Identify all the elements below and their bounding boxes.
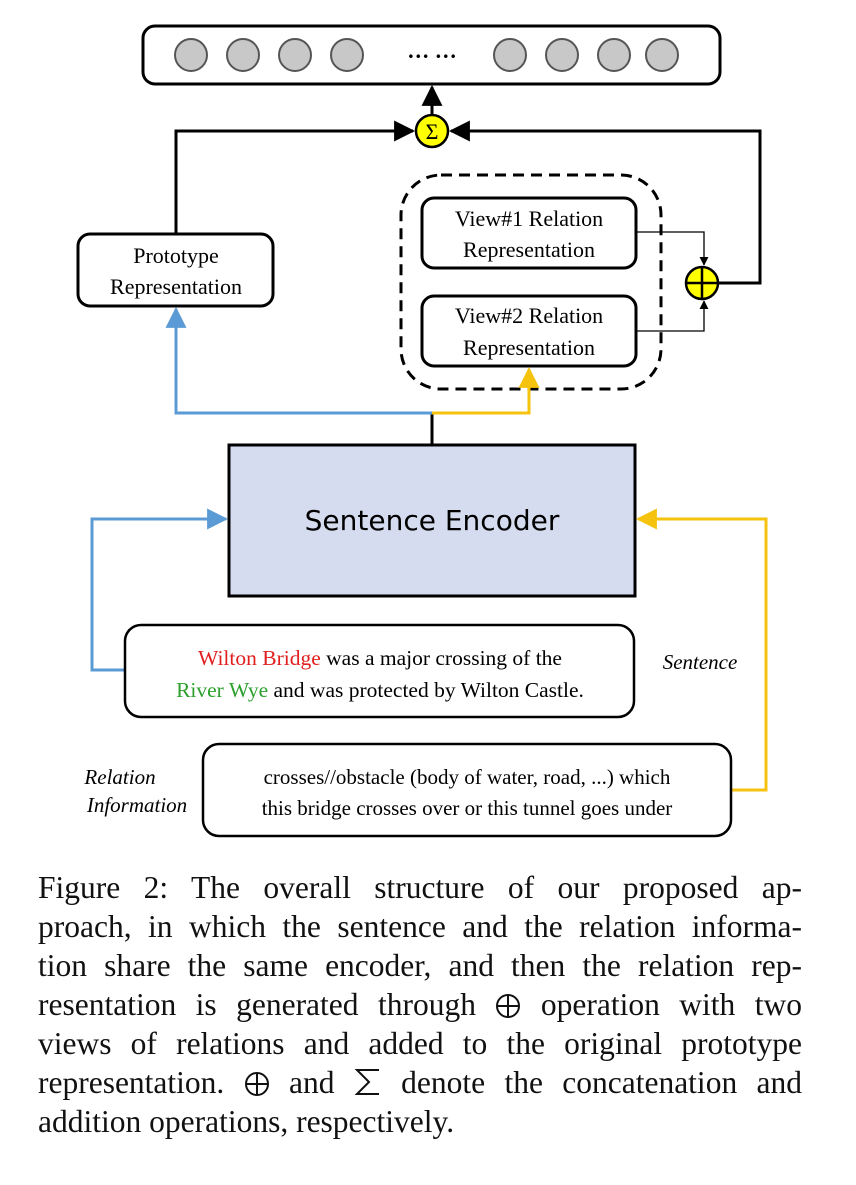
sentence-encoder-label: Sentence Encoder [305, 504, 560, 537]
sentence-to-encoder-arrow [90, 508, 229, 672]
concat-symbol-icon [496, 994, 521, 1018]
sum-operator: Σ [414, 113, 450, 149]
sentence-encoder-box: Sentence Encoder [227, 443, 637, 598]
output-node [226, 38, 260, 72]
caption-line: resentation is generated through operati… [38, 985, 802, 1024]
caption-line: tion share the same encoder, and then th… [38, 948, 802, 983]
figure-caption: Figure 2: The overall structure of our p… [38, 868, 802, 1141]
concat-symbol-icon [244, 1072, 269, 1096]
architecture-diagram: … … Σ Prototype Representation View#1 Re… [76, 24, 768, 838]
output-node [174, 38, 208, 72]
sentence-box: Wilton Bridge was a major crossing of th… [123, 623, 636, 719]
relation-views-group [399, 173, 663, 391]
view1-label-line2: Representation [463, 237, 595, 262]
concat-operator [684, 265, 720, 301]
caption-line: views of relations and added to the orig… [38, 1026, 802, 1061]
caption-text: resentation is generated through [38, 987, 496, 1022]
sentence-line1-rest: was a major crossing of the [321, 646, 562, 670]
encoder-to-view2-arrow [432, 366, 540, 415]
sentence-line2: River Wye and was protected by Wilton Ca… [176, 678, 584, 702]
view2-relation-box: View#2 Relation Representation [420, 294, 638, 368]
sentence-line2-rest: and was protected by Wilton Castle. [268, 678, 584, 702]
caption-line: Figure 2: The overall structure of our p… [38, 870, 802, 905]
output-node [597, 38, 631, 72]
view2-to-concat-arrow [636, 300, 709, 332]
output-node [545, 38, 579, 72]
relation-to-encoder-arrow [635, 508, 768, 792]
prototype-representation-box: Prototype Representation [76, 232, 275, 308]
prototype-label-line2: Representation [110, 274, 242, 299]
view1-label-line1: View#1 Relation [455, 206, 603, 231]
concat-to-sum-arrow [448, 120, 762, 285]
view1-to-concat-arrow [636, 231, 709, 266]
view1-relation-box: View#1 Relation Representation [420, 196, 638, 270]
encoder-to-prototype-arrow [165, 306, 432, 415]
view2-label-line2: Representation [463, 335, 595, 360]
sum-symbol: Σ [426, 119, 439, 144]
caption-text: and [269, 1065, 354, 1100]
caption-line: addition operations, respectively. [38, 1104, 455, 1139]
prototype-label-line1: Prototype [133, 243, 219, 268]
relation-information-box: crosses//obstacle (body of water, road, … [201, 742, 733, 838]
output-ellipsis: … … [407, 38, 457, 63]
caption-line: representation. and denote the concatena… [38, 1063, 802, 1102]
output-node [645, 38, 679, 72]
output-vector: … … [141, 24, 722, 86]
caption-line: proach, in which the sentence and the re… [38, 909, 802, 944]
sum-symbol-icon [354, 1069, 379, 1095]
relation-text-line2: this bridge crosses over or this tunnel … [262, 796, 673, 820]
prototype-to-sum-arrow [174, 120, 416, 234]
caption-text: representation. [38, 1065, 244, 1100]
output-node [330, 38, 364, 72]
relation-side-label-line2: Information [86, 793, 187, 817]
sentence-side-label: Sentence [663, 650, 738, 674]
caption-text: denote the concatenation and [381, 1065, 803, 1100]
tail-entity: River Wye [176, 678, 268, 702]
head-entity: Wilton Bridge [198, 646, 321, 670]
relation-side-label-line1: Relation [83, 765, 155, 789]
caption-text: operation with two [521, 987, 802, 1022]
relation-text-line1: crosses//obstacle (body of water, road, … [264, 765, 671, 789]
view2-label-line1: View#2 Relation [455, 303, 603, 328]
output-node [278, 38, 312, 72]
output-node [493, 38, 527, 72]
sentence-line1: Wilton Bridge was a major crossing of th… [198, 646, 562, 670]
